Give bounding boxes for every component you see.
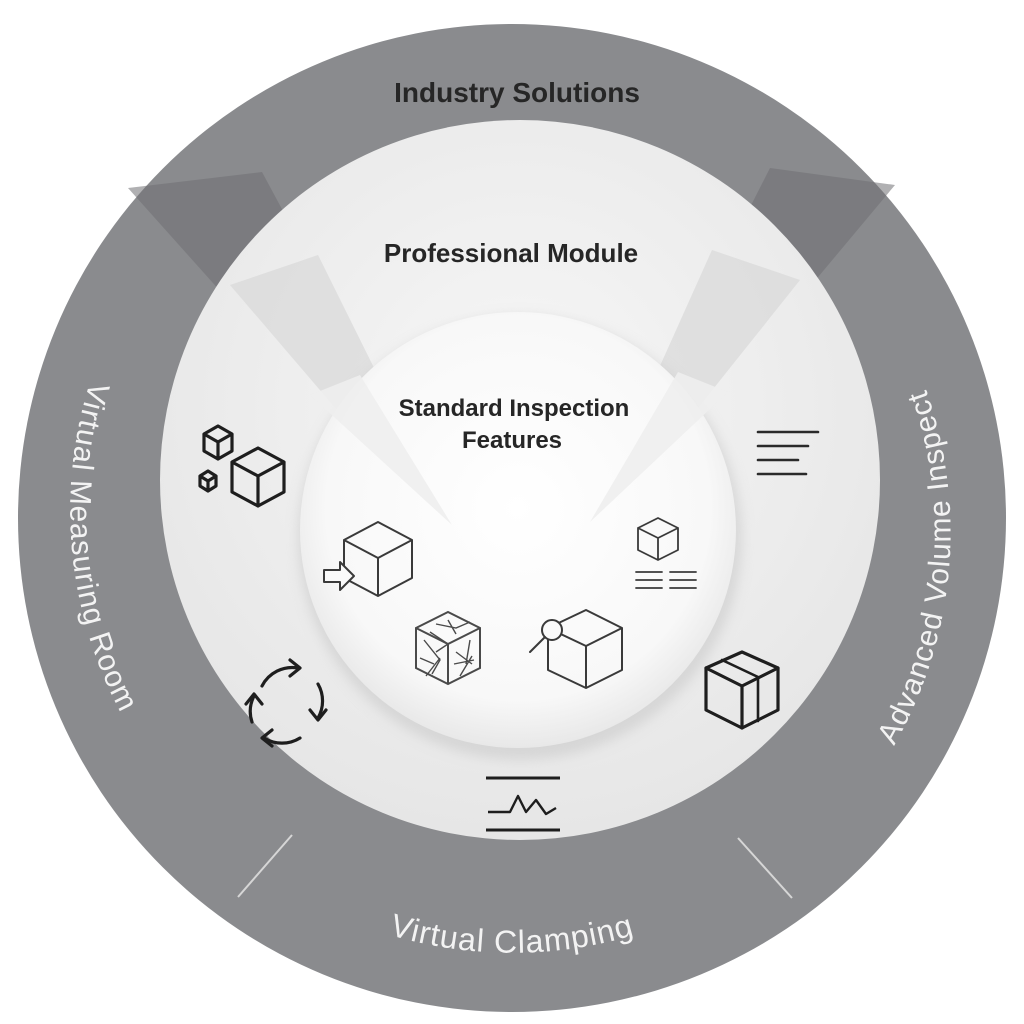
right-beam-inner [590,372,728,522]
outer-ring-title: Industry Solutions [394,77,640,108]
middle-ring-title: Professional Module [384,238,638,268]
text-lines-icon [756,430,820,476]
multiple-cubes-icon [198,424,286,508]
cube-search-icon [529,609,623,689]
inner-circle [300,312,736,748]
cycle-arrows-icon [244,658,328,748]
inner-title-line2: Features [462,427,562,454]
cube-list-icon [635,517,697,589]
box-icon [704,650,780,730]
separator-left [237,834,293,898]
signal-graph-icon [486,776,560,832]
left-beam-inner [310,375,452,525]
mesh-cube-icon [415,610,481,686]
inner-title-line1: Standard Inspection [399,395,630,422]
separator-right [737,837,793,899]
cube-import-icon [323,521,413,597]
